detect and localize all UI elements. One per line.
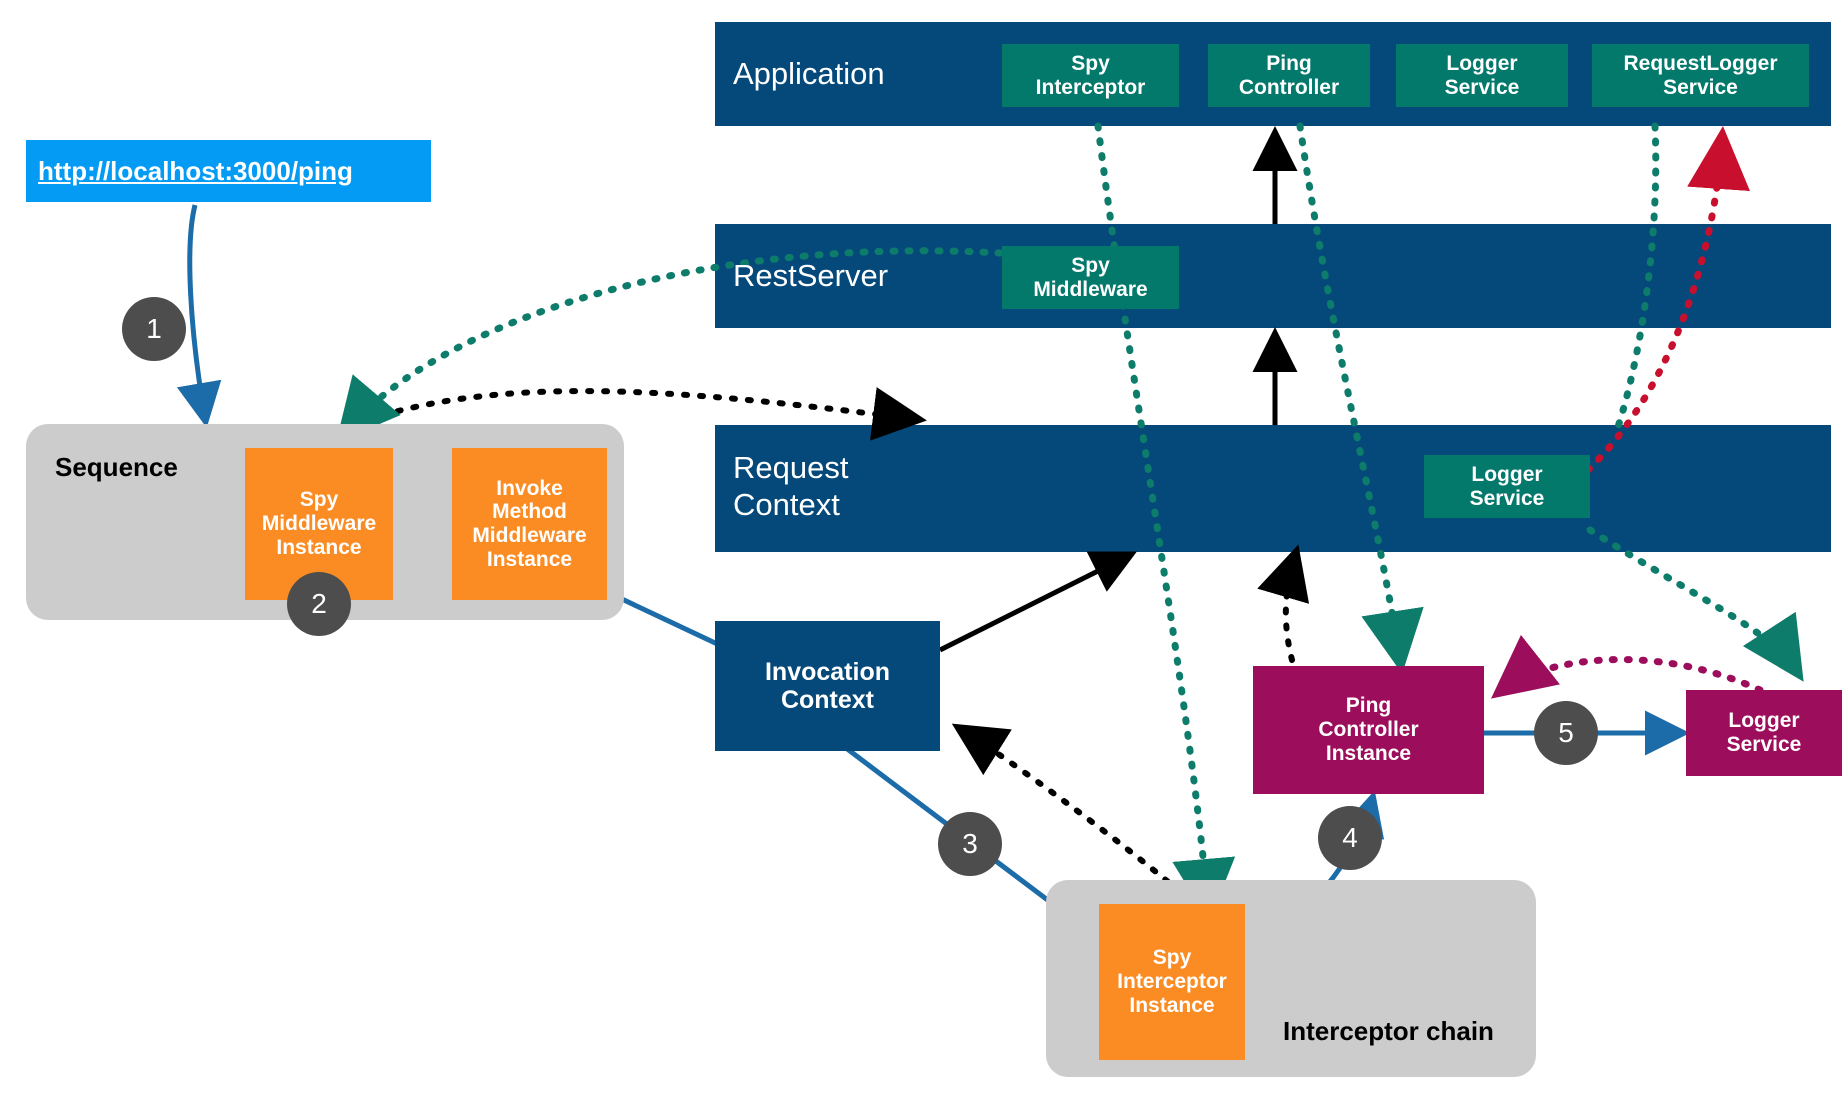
interceptor-chain-group-label: Interceptor chain <box>1283 1016 1494 1046</box>
artifact-rc-logger-service[interactable]: Logger Service <box>1424 455 1590 518</box>
edge-invoke-mw-to-invocation-context <box>605 589 732 653</box>
request-url-box[interactable]: http://localhost:3000/ping <box>26 140 431 202</box>
edge-sequence-to-restserver-dotted <box>364 387 927 441</box>
edge-invocation-context-to-request-context <box>938 551 1137 653</box>
artifact-ping-controller[interactable]: Ping Controller <box>1208 44 1370 107</box>
edge-logger-instance-to-ping-instance-dotted <box>1491 634 1764 699</box>
request-context-band <box>715 425 1831 552</box>
step-badge-5: 5 <box>1534 701 1598 765</box>
edge-url-to-sequence <box>176 204 222 428</box>
artifact-spy-middleware[interactable]: Spy Middleware <box>1002 246 1179 309</box>
ping-controller-instance-node[interactable]: Ping Controller Instance <box>1253 666 1484 794</box>
restserver-band-label: RestServer <box>733 258 889 293</box>
edge-ping-controller-to-instance-dotted <box>1296 122 1424 674</box>
artifact-requestlogger-service[interactable]: RequestLogger Service <box>1592 44 1809 107</box>
edge-spy-interceptor-to-invocation-context-dotted <box>951 723 1195 905</box>
request-url-label: http://localhost:3000/ping <box>38 155 353 186</box>
sequence-item-invoke-method-middleware-instance[interactable]: Invoke Method Middleware Instance <box>452 448 607 600</box>
step-badge-1: 1 <box>122 297 186 361</box>
edge-ping-instance-to-request-context-dotted <box>1257 544 1310 663</box>
artifact-spy-interceptor[interactable]: Spy Interceptor <box>1002 44 1179 107</box>
step-badge-3: 3 <box>938 812 1002 876</box>
step-badge-4: 4 <box>1318 806 1382 870</box>
interceptor-item-spy-interceptor-instance[interactable]: Spy Interceptor Instance <box>1099 904 1245 1060</box>
artifact-logger-service[interactable]: Logger Service <box>1396 44 1568 107</box>
application-band-label: Application <box>733 56 885 91</box>
step-badge-2: 2 <box>287 572 351 636</box>
sequence-group-label: Sequence <box>55 452 178 482</box>
logger-service-instance-node[interactable]: Logger Service <box>1686 690 1842 776</box>
request-context-band-label: Request Context <box>733 450 849 522</box>
invocation-context-node[interactable]: Invocation Context <box>715 621 940 751</box>
